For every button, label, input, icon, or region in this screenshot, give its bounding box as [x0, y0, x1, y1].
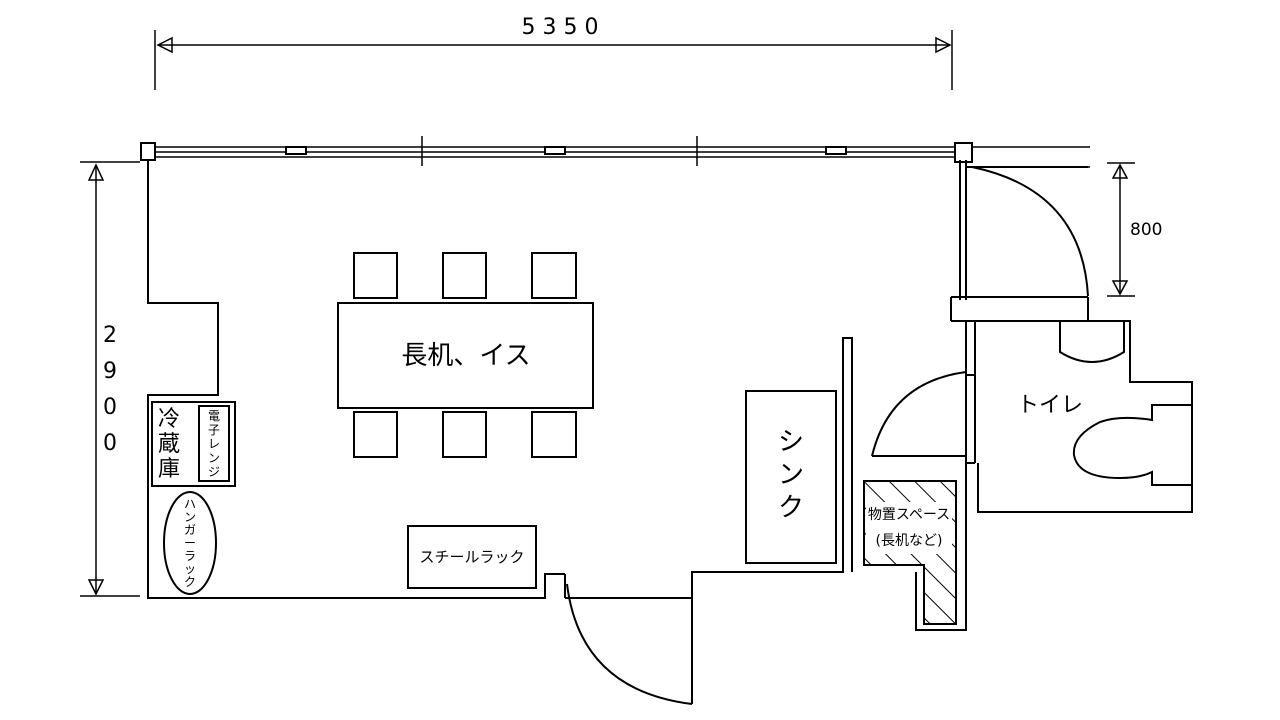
chair — [442, 411, 487, 458]
hanger-char: ッ — [184, 562, 196, 576]
hanger-char: ラ — [184, 549, 196, 563]
storage-label-line2: (長机など) — [876, 533, 943, 549]
height-digit: 0 — [103, 395, 117, 420]
main-room-walls — [147, 160, 975, 631]
sink-char: ン — [778, 460, 804, 490]
height-digit: 2 — [103, 323, 117, 348]
fridge-char: 蔵 — [158, 432, 180, 457]
toilet-label: トイレ — [1017, 393, 1083, 418]
sink: シ ン ク — [745, 390, 837, 564]
width-dimension-label: 5 3 5 0 — [522, 15, 599, 40]
sink-char: ク — [778, 493, 804, 523]
fridge-char: 冷 — [158, 407, 180, 432]
entrance-door — [950, 166, 1130, 322]
sink-char: シ — [778, 427, 804, 457]
fridge-unit: 冷 蔵 庫 電 子 レ ン ジ — [151, 401, 236, 487]
arrow-left-icon — [156, 36, 173, 54]
hanger-char: ハ — [184, 497, 196, 511]
long-table — [337, 302, 594, 409]
storage-label-line1: 物置スペース — [868, 507, 950, 523]
height-dimension: 2 9 0 0 — [80, 161, 140, 597]
storage-space: 物置スペース (長机など) — [863, 480, 957, 625]
chair — [531, 411, 577, 458]
microwave-char: レ — [208, 437, 220, 451]
bottom-door — [564, 574, 693, 705]
hanger-rack: ハ ン ガ ー ラ ッ ク — [163, 491, 217, 595]
arrow-up-icon — [1111, 163, 1129, 179]
arrow-down-icon — [1111, 280, 1129, 296]
toilet-room: トイレ — [965, 320, 1193, 513]
window-wall — [140, 136, 1090, 168]
hanger-char: ガ — [184, 523, 196, 537]
table-and-chairs: 長机、イス — [337, 252, 594, 458]
chair — [353, 252, 398, 299]
microwave-char: 電 — [208, 409, 220, 423]
toilet-door — [871, 371, 967, 457]
height-digit: 0 — [103, 431, 117, 456]
chair — [442, 252, 487, 299]
height-digit: 9 — [103, 359, 117, 384]
steel-rack: スチールラック — [407, 525, 537, 589]
width-dimension: 5 3 5 0 — [154, 15, 953, 90]
microwave-char: ン — [208, 451, 220, 465]
fridge-char: 庫 — [158, 457, 180, 482]
hanger-char: ー — [184, 536, 196, 550]
microwave-char: 子 — [208, 423, 220, 437]
chair — [353, 411, 398, 458]
toilet-icon — [1072, 404, 1192, 486]
hanger-char: ク — [184, 575, 196, 589]
steel-rack-label: スチールラック — [419, 548, 524, 566]
arrow-right-icon — [935, 36, 952, 54]
arrow-up-icon — [87, 163, 105, 181]
chair — [531, 252, 577, 299]
door-dimension: 800 — [1107, 162, 1162, 297]
table-label: 長机、イス — [401, 341, 530, 371]
microwave-char: ジ — [208, 465, 220, 479]
door-dimension-label: 800 — [1130, 220, 1162, 240]
arrow-down-icon — [87, 579, 105, 596]
hanger-char: ン — [184, 510, 196, 524]
